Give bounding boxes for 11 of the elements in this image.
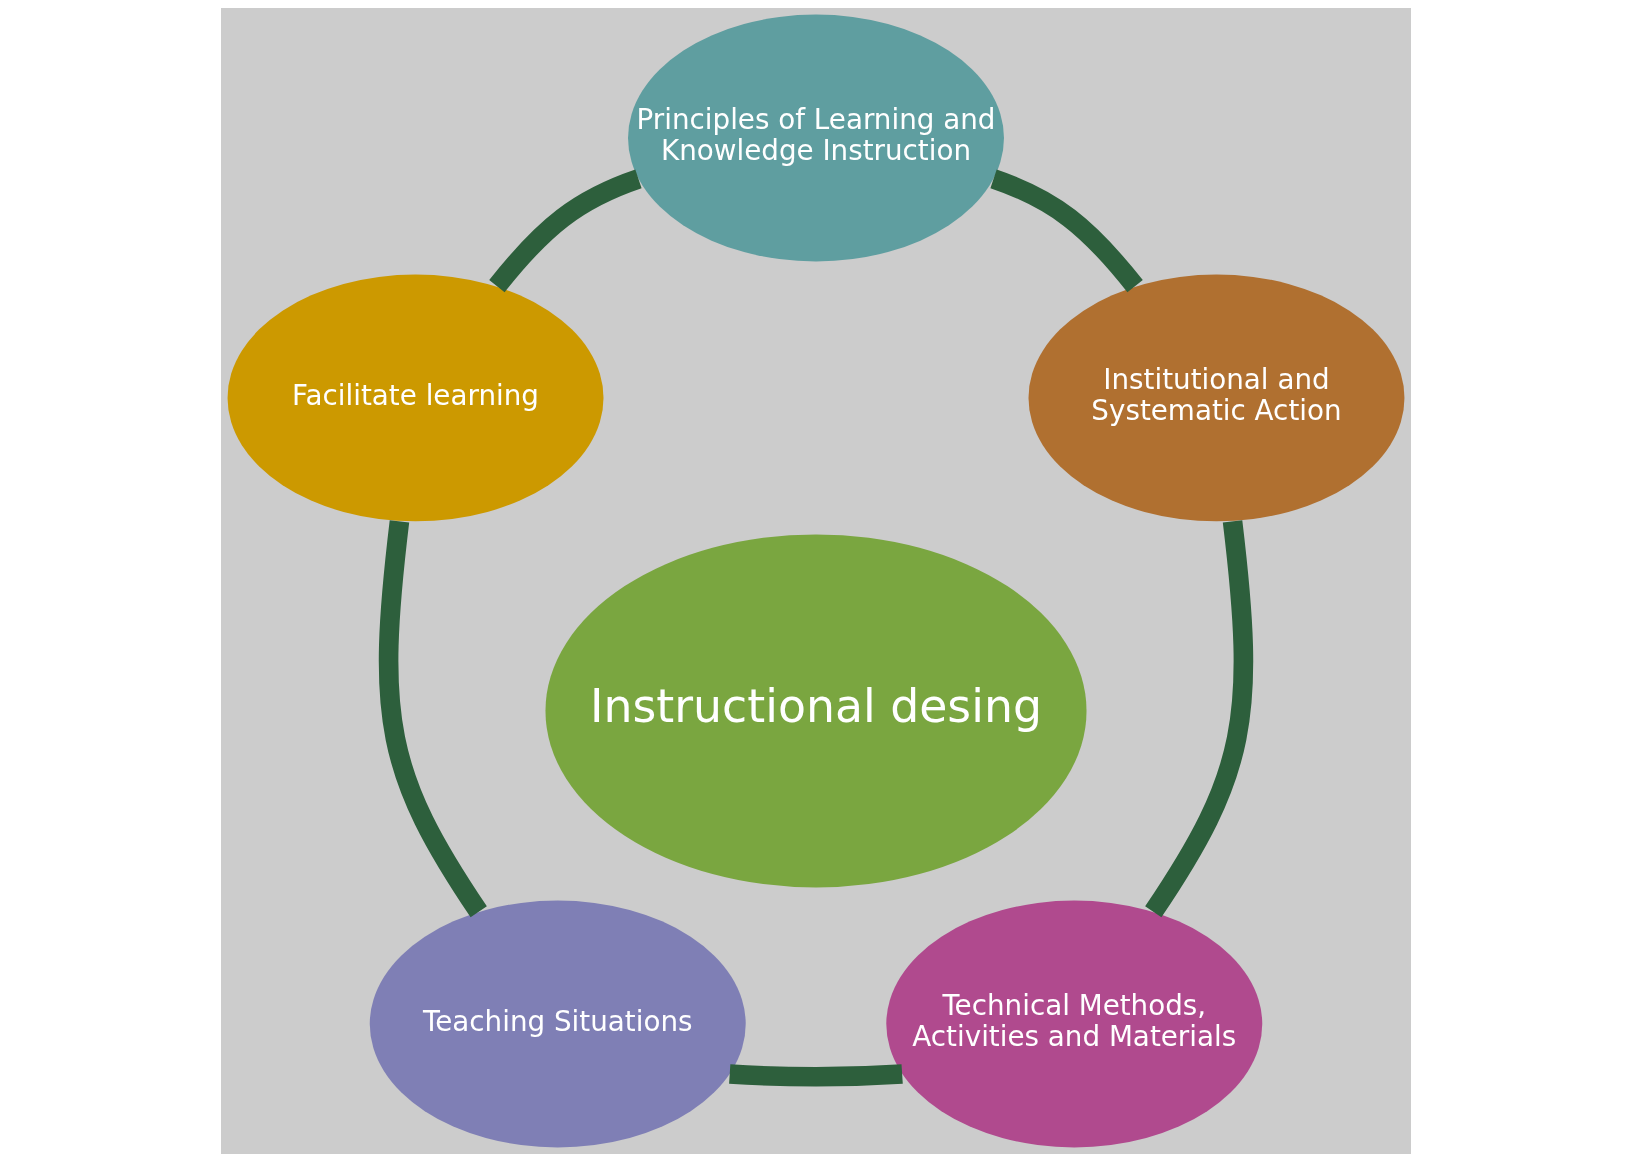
connector [489,169,642,293]
node-ellipse: Institutional and Systematic Action [1028,274,1405,522]
connector [379,520,487,918]
node-ellipse: Principles of Learning and Knowledge Instruction [628,14,1004,262]
connector [1145,520,1253,918]
node-ellipse: Teaching Situations [369,900,746,1148]
node-ellipse: Facilitate learning [227,274,604,522]
connector [729,1064,903,1087]
connector [990,169,1143,293]
node-ellipse: Technical Methods, Activities and Materials [886,900,1263,1148]
node-ellipse: Instructional desing [545,534,1087,888]
